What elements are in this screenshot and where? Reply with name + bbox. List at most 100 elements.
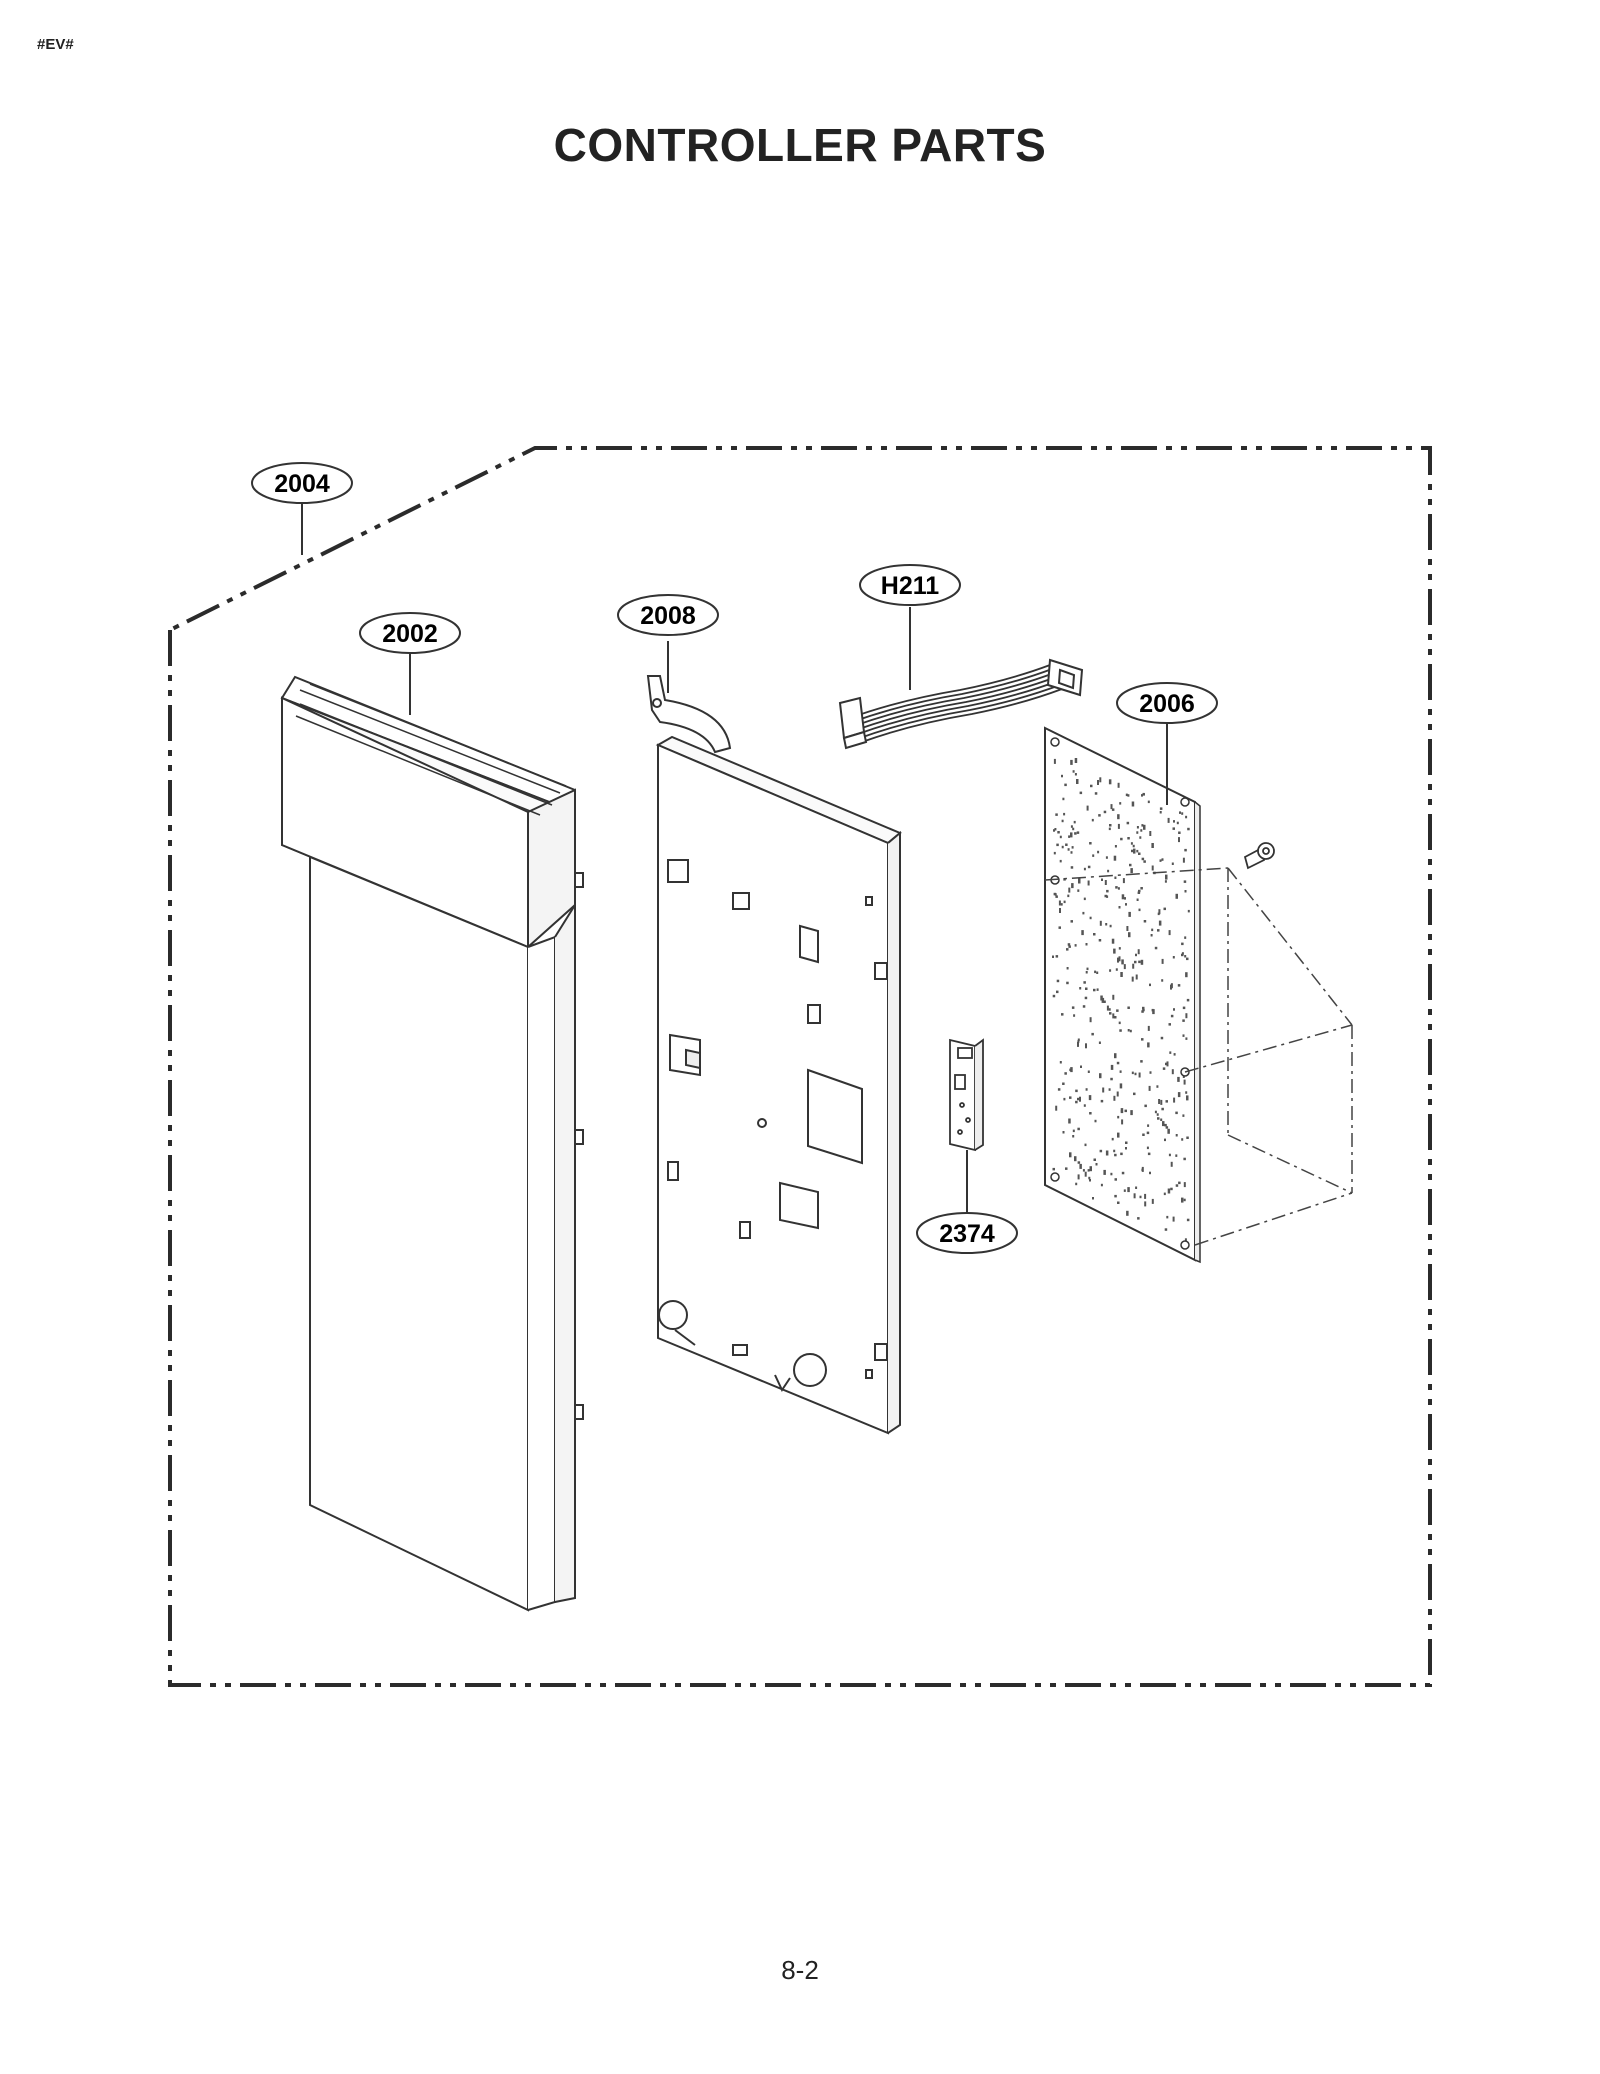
pcb-solder-pad xyxy=(1170,1161,1173,1167)
pcb-solder-pad xyxy=(1129,863,1132,867)
callout-2006[interactable]: 2006 xyxy=(1116,682,1218,724)
pcb-solder-pad xyxy=(1062,1131,1065,1134)
pcb-solder-pad xyxy=(1159,811,1162,814)
pcb-solder-pad xyxy=(1111,1137,1114,1141)
pcb-solder-pad xyxy=(1172,956,1175,959)
pcb-solder-pad xyxy=(1157,929,1160,932)
pcb-solder-pad xyxy=(1089,1112,1092,1115)
pcb-solder-pad xyxy=(1120,972,1123,977)
page-number: 8-2 xyxy=(781,1955,819,1985)
pcb-solder-pad xyxy=(1158,1099,1161,1104)
pcb-solder-pad xyxy=(1072,827,1075,831)
pcb-solder-pad xyxy=(1089,916,1092,920)
pcb-solder-pad xyxy=(1164,1138,1166,1142)
part-2008-bracket-frame xyxy=(646,675,902,1435)
pcb-solder-pad xyxy=(1059,835,1062,839)
pcb-solder-pad xyxy=(1119,802,1122,805)
pcb-solder-pad xyxy=(1135,974,1138,980)
pcb-solder-pad xyxy=(1064,1072,1067,1075)
pcb-solder-pad xyxy=(1171,862,1174,865)
pcb-solder-pad xyxy=(1093,1158,1096,1161)
pcb-solder-pad xyxy=(1131,976,1134,982)
pcb-solder-pad xyxy=(1103,1000,1106,1003)
pcb-solder-pad xyxy=(1158,909,1161,915)
pcb-solder-pad xyxy=(1066,967,1069,970)
pcb-solder-pad xyxy=(1063,812,1066,816)
pcb-solder-pad xyxy=(1071,1006,1075,1009)
pcb-solder-pad xyxy=(1070,851,1073,854)
pcb-solder-pad xyxy=(1072,1135,1075,1138)
model-code: #EV# xyxy=(37,36,74,53)
callout-2004[interactable]: 2004 xyxy=(251,462,353,504)
pcb-solder-pad xyxy=(1117,1132,1120,1138)
pcb-solder-pad xyxy=(1168,1023,1171,1026)
pcb-solder-pad xyxy=(1119,1083,1123,1089)
pcb-solder-pad xyxy=(1185,1091,1188,1094)
pcb-solder-pad xyxy=(1054,893,1057,896)
pcb-solder-pad xyxy=(1147,1025,1150,1031)
pcb-solder-pad xyxy=(1116,1061,1120,1065)
pcb-solder-pad xyxy=(1128,932,1131,938)
callout-2002[interactable]: 2002 xyxy=(359,612,461,654)
pcb-solder-pad xyxy=(1106,895,1109,898)
pcb-solder-pad xyxy=(1070,866,1074,869)
pcb-solder-pad xyxy=(1108,827,1111,831)
pcb-solder-pad xyxy=(1123,1189,1126,1192)
pcb-solder-pad xyxy=(1186,1095,1189,1101)
pcb-solder-pad xyxy=(1182,857,1185,863)
pcb-solder-pad xyxy=(1121,1171,1125,1175)
pcb-solder-pad xyxy=(1186,957,1189,961)
pcb-solder-pad xyxy=(1177,1076,1180,1082)
pcb-solder-pad xyxy=(1094,1119,1097,1123)
pcb-solder-pad xyxy=(1074,1156,1077,1162)
pcb-solder-pad xyxy=(1154,1110,1157,1114)
pcb-solder-pad xyxy=(1126,926,1129,931)
pcb-solder-pad xyxy=(1067,894,1070,898)
pcb-solder-pad xyxy=(1138,908,1141,912)
callout-2008[interactable]: 2008 xyxy=(617,594,719,636)
pcb-solder-pad xyxy=(1143,920,1147,923)
callout-2374[interactable]: 2374 xyxy=(916,1212,1018,1254)
pcb-solder-pad xyxy=(1144,1193,1147,1199)
pcb-solder-pad xyxy=(1103,1169,1106,1175)
pcb-solder-pad xyxy=(1141,1168,1144,1172)
pcb-solder-pad xyxy=(1140,1060,1143,1063)
pcb-solder-pad xyxy=(1136,849,1139,853)
pcb-solder-pad xyxy=(1160,1099,1163,1105)
pcb-solder-pad xyxy=(1185,1013,1188,1019)
pcb-solder-pad xyxy=(1117,823,1120,829)
pcb-solder-pad xyxy=(1131,1071,1134,1075)
pcb-solder-pad xyxy=(1115,886,1118,889)
pcb-solder-pad xyxy=(1142,1006,1145,1010)
callout-h211[interactable]: H211 xyxy=(859,564,961,606)
pcb-solder-pad xyxy=(1052,994,1056,998)
part-h211-wire-harness xyxy=(838,658,1084,750)
pcb-solder-pad xyxy=(1142,1008,1145,1012)
pcb-solder-pad xyxy=(1085,1043,1087,1049)
pcb-solder-pad xyxy=(1141,1010,1144,1013)
pcb-solder-pad xyxy=(1116,1091,1119,1097)
pcb-solder-pad xyxy=(1183,1079,1186,1085)
pcb-solder-pad xyxy=(1117,1115,1120,1119)
pcb-solder-pad xyxy=(1105,856,1108,859)
pcb-solder-pad xyxy=(1159,807,1163,810)
pcb-solder-pad xyxy=(1055,1105,1058,1111)
pcb-solder-pad xyxy=(1113,855,1117,861)
pcb-solder-pad xyxy=(1162,1067,1166,1070)
pcb-solder-pad xyxy=(1058,900,1061,906)
pcb-solder-pad xyxy=(1176,821,1179,825)
pcb-solder-pad xyxy=(1183,1198,1186,1202)
pcb-solder-pad xyxy=(1094,970,1097,974)
pcb-solder-pad xyxy=(1132,963,1135,969)
pcb-solder-pad xyxy=(1085,1088,1088,1091)
pcb-solder-pad xyxy=(1136,826,1139,829)
pcb-solder-pad xyxy=(1185,815,1188,819)
pcb-solder-pad xyxy=(1128,911,1131,917)
pcb-solder-pad xyxy=(1053,758,1056,764)
pcb-solder-pad xyxy=(1089,1179,1091,1182)
pcb-solder-pad xyxy=(1098,1041,1101,1044)
pcb-solder-pad xyxy=(1156,1085,1159,1088)
pcb-solder-pad xyxy=(1055,813,1058,816)
pcb-solder-pad xyxy=(1091,818,1094,822)
pcb-solder-pad xyxy=(1127,1029,1130,1032)
